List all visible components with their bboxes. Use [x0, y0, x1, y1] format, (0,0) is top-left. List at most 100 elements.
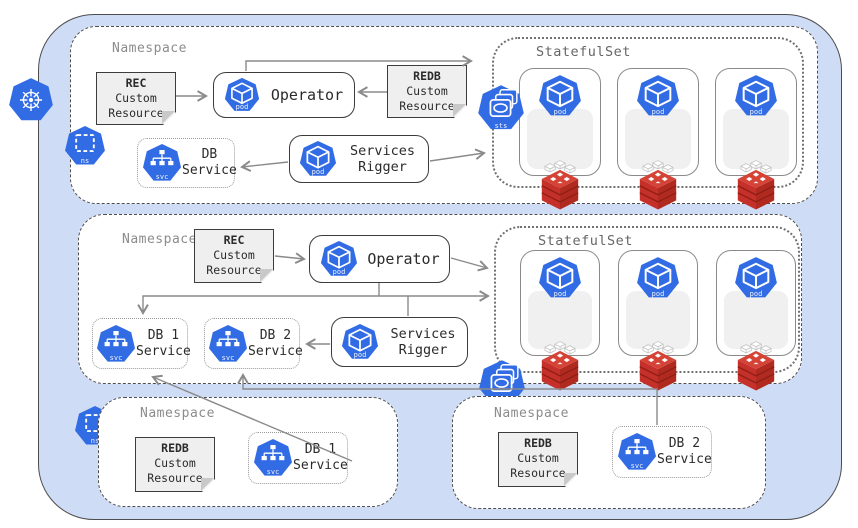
pod-card: pod: [618, 250, 698, 392]
pod-icon: pod: [299, 140, 337, 178]
container-panel: [723, 109, 789, 169]
pod-card: pod: [519, 68, 601, 211]
statefulset-label: StatefulSet: [536, 44, 631, 60]
service-label-line: DB: [201, 147, 218, 162]
ns-badge: ns: [90, 437, 100, 445]
pod-badge: pod: [553, 108, 567, 116]
pod-icon: pod: [341, 323, 379, 361]
pod-card: pod: [715, 68, 797, 211]
pod-card: pod: [617, 68, 699, 211]
pod-badge: pod: [353, 351, 367, 359]
note-line: Custom: [115, 91, 157, 105]
container-panel: [527, 109, 593, 169]
statefulset-icon: sts: [477, 84, 525, 132]
operator-label: Operator: [270, 86, 344, 104]
pod-icon: pod: [734, 74, 778, 118]
redis-icon: [632, 159, 684, 211]
pod-icon: pod: [734, 256, 778, 300]
service-label-line: DB 2: [259, 327, 292, 343]
redb-custom-resource-note: REDB Custom Resource: [498, 432, 578, 487]
redis-icon: [534, 159, 586, 211]
service-label-line: Service: [248, 343, 303, 359]
service-label-line: Service: [136, 343, 191, 359]
service-label-line: DB 1: [147, 327, 180, 343]
namespace-label: Namespace: [112, 41, 187, 56]
note-line: Custom: [517, 451, 559, 465]
pod-card: pod: [520, 250, 600, 392]
sts-badge: sts: [494, 122, 508, 130]
pod-icon: pod: [538, 74, 582, 118]
note-line: Resource: [510, 466, 566, 480]
pod-badge: pod: [235, 103, 249, 111]
pod-badge: pod: [311, 168, 325, 176]
svc-badge: svc: [155, 173, 169, 181]
service-icon: svc: [96, 324, 136, 364]
container-panel: [626, 291, 690, 349]
pod-icon: pod: [636, 74, 680, 118]
kubernetes-icon: [8, 77, 54, 123]
namespace-icon: ns: [64, 125, 106, 167]
note-title: REDB: [524, 436, 552, 450]
svc-badge: svc: [221, 353, 235, 362]
ns-badge: ns: [80, 157, 90, 165]
note-line: Custom: [406, 84, 448, 98]
pod-badge: pod: [749, 108, 763, 116]
svc-badge: svc: [266, 468, 280, 476]
note-title: REC: [125, 76, 147, 90]
namespace-label: Namespace: [494, 406, 569, 421]
pod-icon: pod: [636, 256, 680, 300]
operator-label: Operator: [367, 250, 440, 268]
pod-badge: pod: [553, 290, 567, 298]
pod-badge: pod: [651, 108, 665, 116]
pod-icon: pod: [320, 240, 358, 278]
service-icon: svc: [617, 432, 657, 472]
rigger-label-line: Services: [390, 326, 456, 342]
service-label-line: Service: [182, 163, 237, 178]
pod-icon: pod: [538, 256, 582, 300]
note-line: Resource: [108, 106, 164, 120]
rigger-label-line: Services: [349, 143, 416, 159]
pod-badge: pod: [332, 268, 346, 276]
statefulset-label: StatefulSet: [538, 233, 633, 249]
redis-icon: [534, 340, 586, 392]
redis-icon: [730, 159, 782, 211]
namespace-icon: ns: [74, 405, 116, 447]
service-icon: svc: [142, 143, 182, 183]
note-line: Resource: [147, 471, 203, 485]
service-label-line: Service: [293, 458, 348, 473]
svc-badge: svc: [630, 462, 644, 470]
note-line: Resource: [206, 263, 262, 277]
service-label-line: DB 2: [668, 436, 701, 451]
namespace-label: Namespace: [122, 232, 197, 247]
container-panel: [625, 109, 691, 169]
rec-custom-resource-note: REC Custom Resource: [96, 72, 176, 125]
note-line: Custom: [213, 248, 255, 262]
note-title: REDB: [161, 441, 189, 455]
redb-custom-resource-note: REDB Custom Resource: [135, 437, 215, 492]
pod-icon: pod: [224, 77, 260, 113]
container-panel: [724, 291, 788, 349]
pod-badge: pod: [749, 290, 763, 298]
namespace-label: Namespace: [140, 406, 215, 421]
operator-box: pod Operator: [309, 235, 450, 283]
rigger-label-line: Rigger: [358, 159, 407, 175]
rigger-label-line: Rigger: [398, 342, 448, 358]
operator-box: pod Operator: [213, 72, 355, 118]
redb-custom-resource-note: REDB Custom Resource: [387, 65, 467, 118]
redis-icon: [632, 340, 684, 392]
note-line: Resource: [399, 99, 455, 113]
note-title: REC: [223, 233, 245, 247]
service-label-line: Service: [657, 452, 712, 467]
rec-custom-resource-note: REC Custom Resource: [194, 229, 274, 283]
redis-icon: [730, 340, 782, 392]
svc-badge: svc: [109, 353, 123, 362]
pod-card: pod: [716, 250, 796, 392]
